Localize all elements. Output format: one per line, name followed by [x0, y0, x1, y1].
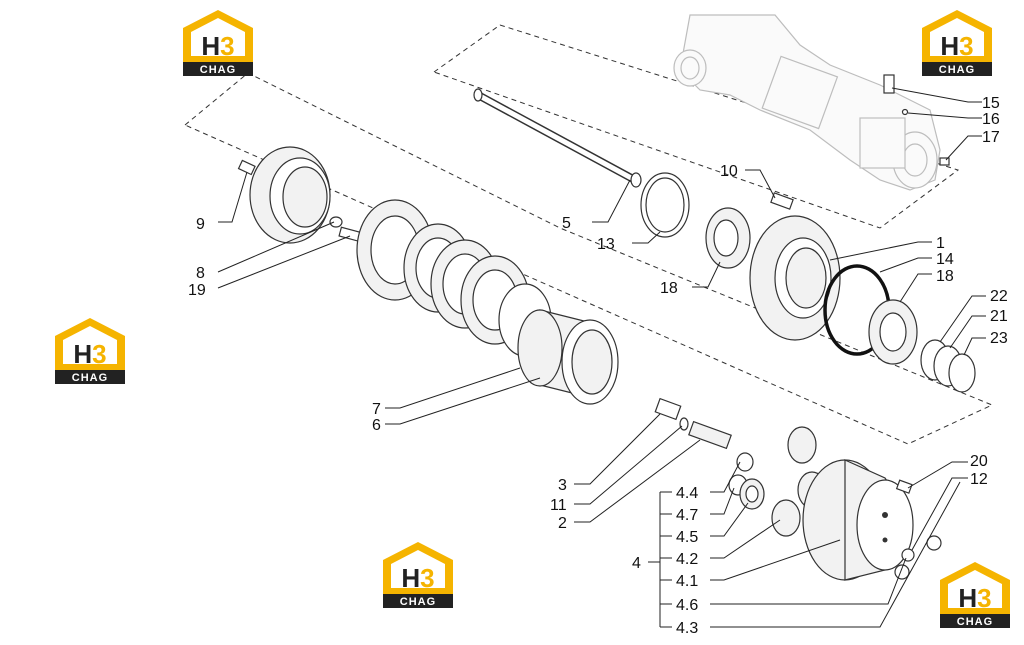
axle-housing [673, 14, 941, 191]
label-3: 3 [558, 477, 567, 494]
label-4-7: 4.7 [676, 507, 698, 524]
label-21: 21 [990, 308, 1008, 325]
label-6: 6 [372, 417, 381, 434]
label-19: 19 [188, 282, 206, 299]
part-5-axle-shaft [473, 88, 642, 188]
label-18-left: 18 [660, 280, 678, 297]
label-8: 8 [196, 265, 205, 282]
part-1-wheel-hub [749, 215, 841, 341]
label-4-5: 4.5 [676, 529, 698, 546]
label-2: 2 [558, 515, 567, 532]
label-20: 20 [970, 453, 988, 470]
part-15-breather [883, 74, 895, 94]
outline-top-assembly [432, 24, 960, 229]
logo-watermark-bottom-right [940, 562, 1010, 628]
label-4-4: 4.4 [676, 485, 698, 502]
label-17: 17 [982, 129, 1000, 146]
part-4-6-plug [901, 548, 915, 562]
part-4-1-planet-carrier [802, 459, 914, 581]
part-10-bolt [770, 192, 794, 210]
label-15: 15 [982, 95, 1000, 112]
label-4: 4 [632, 555, 641, 572]
label-4-6: 4.6 [676, 597, 698, 614]
label-23: 23 [990, 330, 1008, 347]
part-20-screw [895, 479, 913, 494]
label-7: 7 [372, 401, 381, 418]
part-4-3-screw [894, 564, 910, 580]
part-6-ring-gear [517, 309, 619, 405]
part-2-sun-shaft [688, 420, 732, 450]
label-5: 5 [562, 215, 571, 232]
part-ring-hub [249, 146, 331, 244]
part-16-plug [901, 108, 909, 116]
part-8-washer [329, 216, 343, 228]
part-18-bearing-a [705, 207, 751, 269]
label-11: 11 [550, 497, 567, 514]
part-12-plug [926, 535, 942, 551]
label-10: 10 [720, 163, 738, 180]
part-disc-stack [356, 199, 552, 357]
part-23-washer [948, 353, 976, 393]
part-13-ring [640, 172, 690, 238]
part-9-pin [237, 159, 256, 176]
logo-watermark-left [55, 318, 125, 384]
part-18-bearing-b [868, 299, 918, 365]
logo-watermark-top-right [922, 10, 992, 76]
part-3-sleeve [654, 397, 682, 421]
label-4-3: 4.3 [676, 620, 698, 637]
label-22: 22 [990, 288, 1008, 305]
label-4-1: 4.1 [676, 573, 698, 590]
label-1: 1 [936, 235, 945, 252]
label-16: 16 [982, 111, 1000, 128]
label-12: 12 [970, 471, 988, 488]
leader-lines [217, 87, 986, 628]
label-4-2: 4.2 [676, 551, 698, 568]
label-9: 9 [196, 216, 205, 233]
logo-watermark-top-left [183, 10, 253, 76]
label-18-right: 18 [936, 268, 954, 285]
label-14: 14 [936, 251, 954, 268]
label-13: 13 [597, 236, 615, 253]
part-11-ring [679, 417, 689, 431]
part-4-4-washer [736, 452, 754, 472]
logo-watermark-bottom [383, 542, 453, 608]
part-4-5-needle-bearing [739, 478, 765, 510]
part-17-screw [939, 157, 950, 166]
